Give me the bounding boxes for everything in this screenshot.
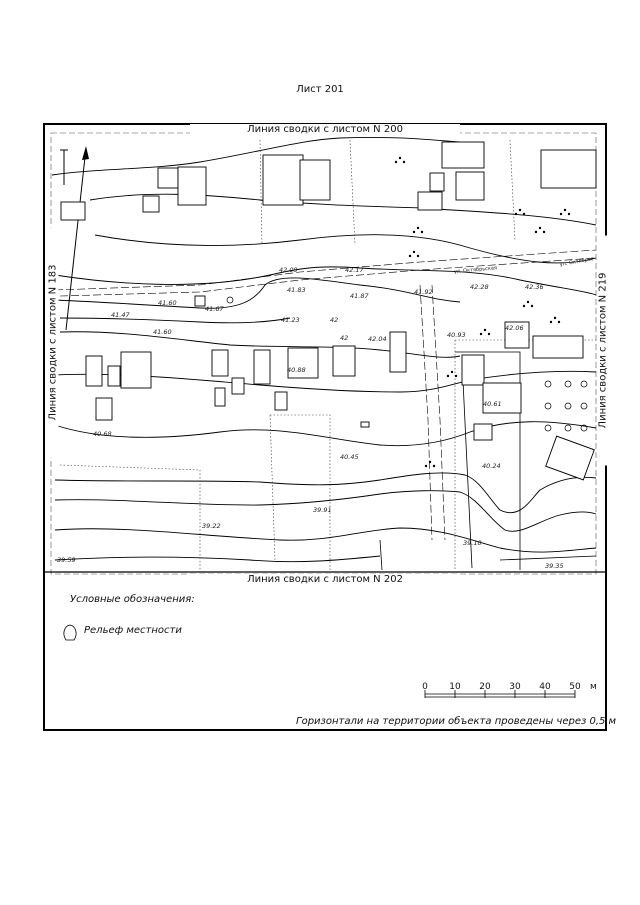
scale-tick-label: 50	[569, 682, 581, 692]
legend-title: Условные обозначения:	[70, 594, 195, 605]
edge-label-left: Линия сводки с листом N 183	[47, 227, 59, 458]
scale-tick-label: 0	[422, 682, 428, 692]
elevation-label: 42.09	[279, 266, 298, 274]
contour-lines	[51, 137, 597, 563]
elevation-label: 40.88	[287, 366, 306, 374]
street-label: ул. Октябрьс	[559, 256, 594, 268]
elevation-label: 42.04	[368, 335, 387, 343]
elevation-label: 41.92	[414, 288, 433, 296]
legend-item-label: Рельеф местности	[84, 625, 182, 636]
elevation-label: 39.59	[57, 556, 76, 564]
road-lines	[54, 249, 597, 541]
contour-interval-note: Горизонтали на территории объекта провед…	[296, 716, 617, 727]
buildings	[60, 141, 597, 481]
scale-bar	[424, 690, 576, 698]
edge-label-top: Линия сводки с листом N 200	[190, 124, 460, 135]
elevation-label: 42.28	[470, 283, 489, 291]
elevation-label: 40.45	[340, 453, 359, 461]
elevation-label: 39.10	[463, 539, 482, 547]
fence-lines	[379, 351, 597, 571]
elevation-label: 41.60	[153, 328, 172, 336]
elevation-label: 42	[340, 334, 348, 342]
scale-tick-label: 10	[449, 682, 461, 692]
sheet-title: Лист 201	[296, 84, 344, 95]
bush-symbols	[394, 156, 571, 468]
elevation-label: 39.91	[313, 506, 332, 514]
street-label: ул. Октябрьская	[454, 265, 498, 275]
edge-label-right: Линия сводки с листом N 219	[597, 235, 609, 466]
north-arrow-icon	[60, 146, 89, 331]
elevation-label: 42	[330, 316, 338, 324]
elevation-label: 42.06	[505, 324, 524, 332]
scale-tick-label: 20	[479, 682, 491, 692]
elevation-label: 42.17	[345, 266, 364, 274]
elevation-label: 40.24	[482, 462, 501, 470]
elevation-label: 40.93	[447, 331, 466, 339]
elevation-label: 41.67	[205, 305, 224, 313]
elevation-label: 42.36	[525, 283, 544, 291]
scale-tick-label: 30	[509, 682, 521, 692]
elevation-label: 41.47	[111, 311, 130, 319]
elevation-label: 39.22	[202, 522, 221, 530]
elevation-label: 41.87	[350, 292, 369, 300]
elevation-label: 40.61	[483, 400, 502, 408]
elevation-labels: 42.09 42.17 41.83 41.87 41.92 42.28 42.36 41.60…	[57, 266, 564, 570]
elevation-label: 39.35	[545, 562, 564, 570]
scale-tick-label: 40	[539, 682, 551, 692]
elevation-label: 41.60	[158, 299, 177, 307]
elevation-label: 40.68	[93, 430, 112, 438]
tree-symbols	[226, 296, 588, 432]
elevation-label: 41.83	[287, 286, 306, 294]
edge-label-bottom: Линия сводки с листом N 202	[190, 574, 460, 585]
scale-unit: м	[590, 682, 597, 692]
elevation-label: 41.23	[281, 316, 300, 324]
relief-symbol-icon	[63, 624, 77, 641]
